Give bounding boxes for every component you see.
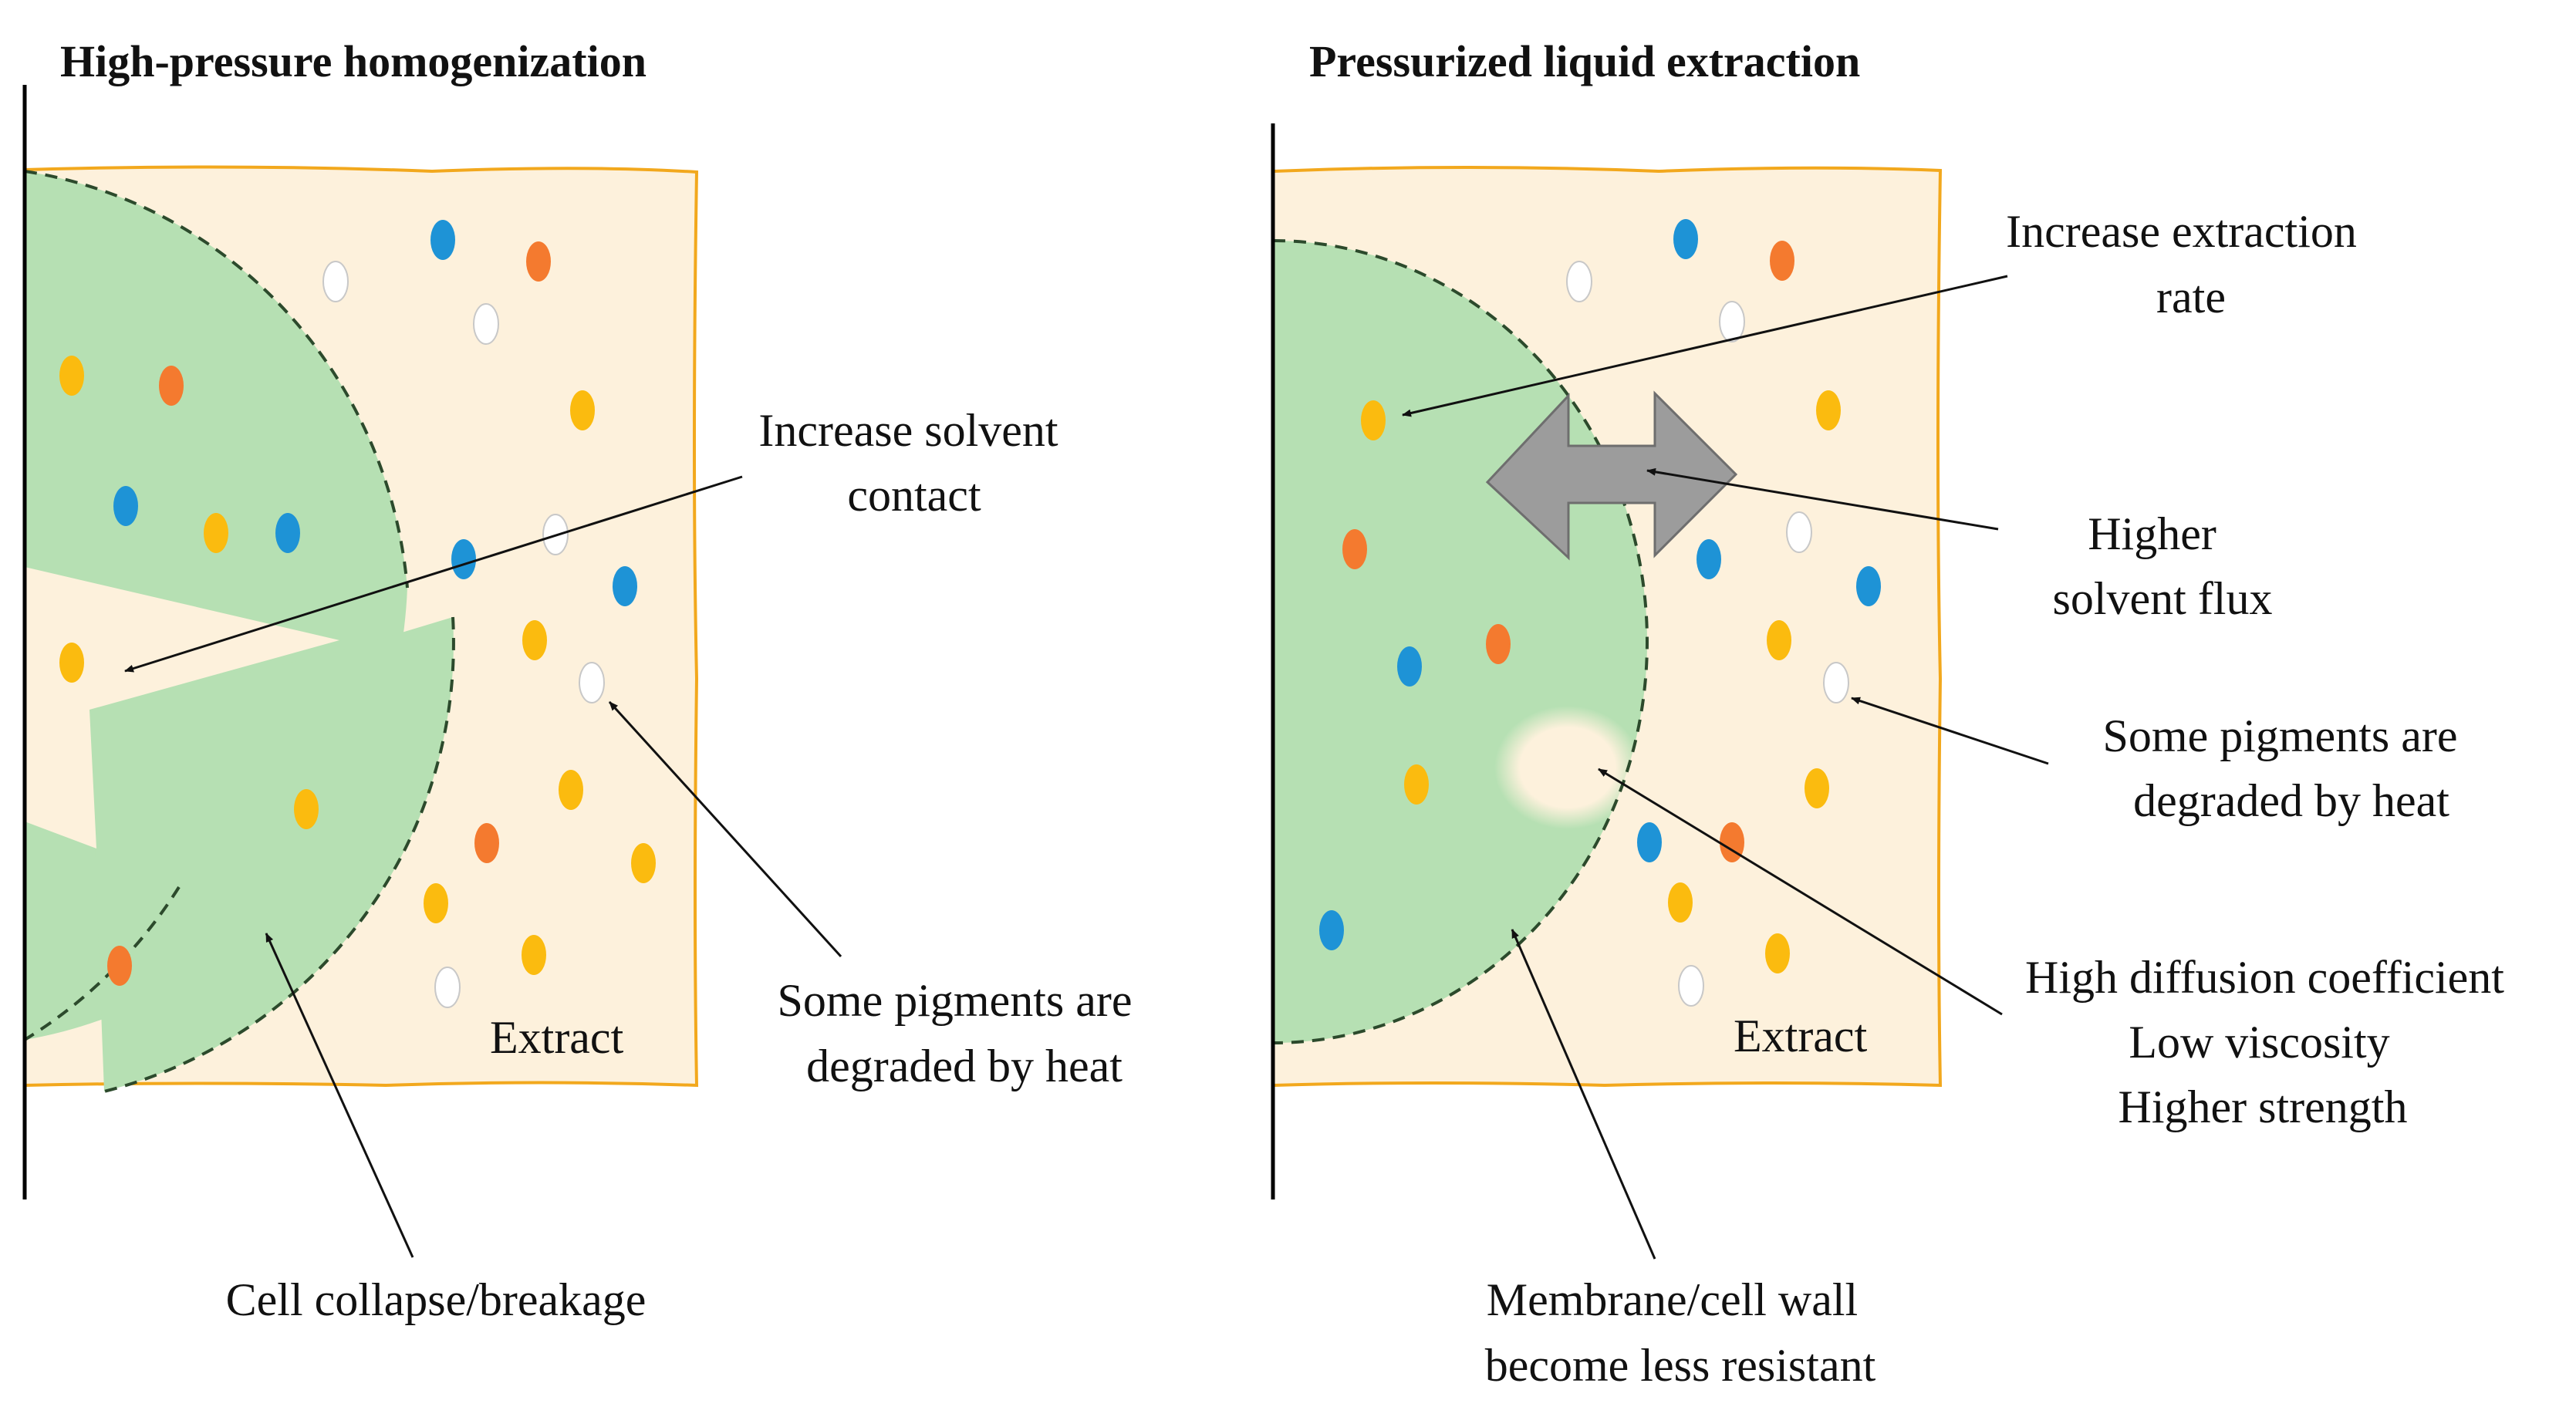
pigment-white: [1678, 965, 1704, 1007]
pigment-yellow: [1816, 390, 1841, 430]
pigment-yellow: [570, 390, 595, 430]
panel-title: High-pressure homogenization: [60, 36, 647, 86]
pigment-yellow: [1404, 764, 1429, 805]
cell-wall-hole: [1494, 706, 1641, 829]
leader-pigments-degraded: [1851, 697, 2049, 765]
leader-membrane-wall: [1511, 929, 1656, 1260]
cell-membrane: [103, 616, 455, 1093]
label-cell-collapse: Cell collapse/breakage: [226, 1274, 647, 1325]
label-pigments-degraded: Some pigments are degraded by heat: [778, 975, 1144, 1091]
pigment-yellow: [424, 883, 448, 923]
pigment-yellow: [559, 770, 583, 810]
pigment-white: [322, 261, 349, 302]
leader-extraction-rate: [1402, 275, 2008, 417]
pigment-orange: [1770, 241, 1794, 281]
pigment-white: [1823, 662, 1849, 703]
double-arrow-icon: [1485, 390, 1738, 561]
panel-title: Pressurized liquid extraction: [1309, 36, 1860, 86]
pigment-white: [1786, 511, 1812, 553]
pigment-orange: [1342, 529, 1367, 569]
leader-solvent-contact: [124, 475, 743, 673]
leader-cell-collapse: [265, 933, 414, 1258]
leader-solvent-flux: [1646, 467, 1999, 531]
pigment-yellow: [1805, 768, 1829, 808]
pigment-yellow: [1765, 933, 1790, 973]
pigment-blue: [1397, 646, 1422, 687]
pigment-yellow: [59, 356, 84, 396]
pigment-yellow: [1668, 882, 1693, 923]
pigment-yellow: [204, 513, 228, 553]
cell-membrane: [1273, 239, 1649, 1044]
leader-pigments-degraded: [608, 700, 842, 958]
cell-membrane: [25, 170, 409, 589]
broken-cell: [25, 170, 455, 1093]
pigment-orange: [474, 823, 499, 863]
pigment-white: [473, 303, 499, 345]
label-increase-extraction-rate: Increase extraction rate: [2006, 206, 2368, 322]
pigment-white: [434, 967, 461, 1008]
leader-solvent-properties: [1598, 768, 2003, 1016]
pigment-blue: [113, 486, 138, 526]
pigment-blue: [1673, 219, 1698, 259]
pigment-orange: [107, 946, 132, 986]
pigment-yellow: [522, 935, 546, 975]
panel-high-pressure-homogenization: High-pressure homogenization: [22, 36, 1144, 1325]
pigment-blue: [275, 513, 300, 553]
label-increase-solvent-contact: Increase solvent contact: [758, 405, 1069, 521]
pigment-blue: [1856, 566, 1881, 606]
pigment-yellow: [1361, 400, 1386, 440]
panel-pressurized-liquid-extraction: Pressurized liquid extraction: [1271, 36, 2516, 1391]
pigment-blue: [1319, 910, 1344, 950]
pigment-white: [1719, 301, 1745, 342]
pigment-white: [1566, 261, 1592, 302]
pigment-blue: [1637, 822, 1662, 862]
pigments: [59, 220, 656, 1008]
label-pigments-degraded: Some pigments are degraded by heat: [2103, 710, 2470, 826]
pigment-blue: [1697, 539, 1721, 579]
pigment-yellow: [59, 643, 84, 683]
pigment-orange: [1486, 624, 1511, 664]
cell-breach: [25, 567, 339, 849]
pigment-yellow: [294, 789, 319, 829]
pigment-blue: [613, 566, 637, 606]
pigment-yellow: [631, 843, 656, 883]
pigment-orange: [526, 241, 551, 282]
pigment-white: [579, 662, 605, 703]
label-extract: Extract: [1734, 1010, 1868, 1061]
pigment-yellow: [1767, 620, 1791, 660]
pigment-orange: [159, 366, 184, 406]
label-solvent-properties: High diffusion coefficient Low viscosity…: [2025, 952, 2516, 1132]
pigment-blue: [430, 220, 455, 260]
label-membrane-wall: Membrane/cell wall become less resistant: [1485, 1274, 1876, 1391]
pigments: [1319, 219, 1881, 1007]
pigment-orange: [1720, 822, 1744, 862]
label-higher-solvent-flux: Higher solvent flux: [2053, 508, 2273, 624]
label-extract: Extract: [490, 1012, 624, 1063]
pigment-yellow: [522, 620, 547, 660]
pigment-blue: [451, 539, 476, 579]
lower-cell-fragment: [89, 617, 454, 1091]
